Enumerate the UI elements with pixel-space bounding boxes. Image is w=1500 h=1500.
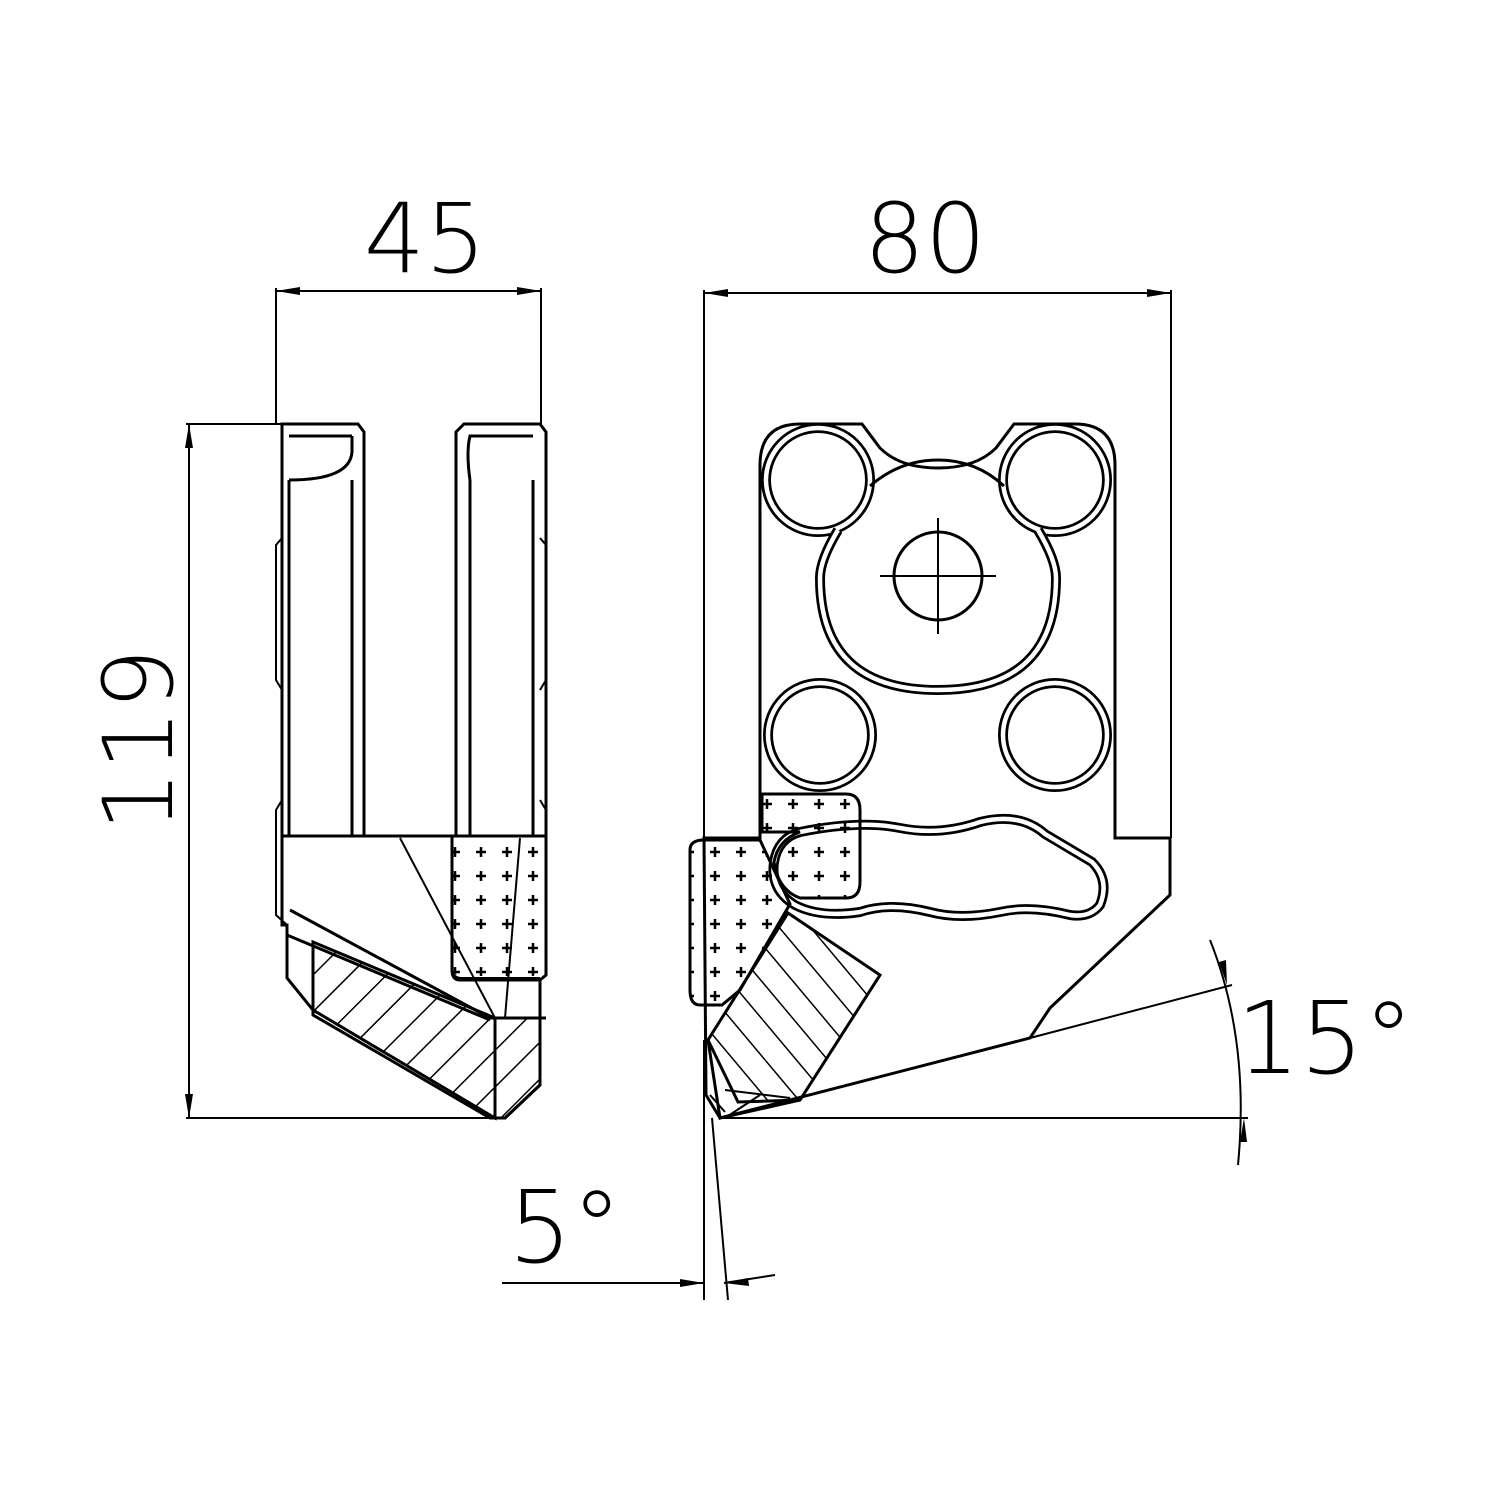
angle-15-label: 15° — [1236, 980, 1413, 1097]
angle-15: 15° — [720, 939, 1414, 1166]
side-base-block — [280, 834, 546, 1121]
front-view — [688, 422, 1172, 1120]
top-lobes — [761, 423, 1112, 537]
front-cutting-tip — [706, 910, 883, 1120]
dimension-80: 80 — [703, 183, 1172, 838]
center-pocket — [814, 518, 1062, 696]
dimension-45: 45 — [275, 183, 542, 424]
angle-5: 5° — [502, 1040, 776, 1301]
front-plus-inserts — [688, 792, 862, 1007]
dimension-80-label: 80 — [864, 183, 986, 295]
dimension-45-label: 45 — [364, 183, 486, 295]
side-view — [275, 422, 548, 1121]
dimension-119-label: 119 — [83, 648, 195, 831]
angle-5-label: 5° — [508, 1169, 622, 1286]
front-body-outline — [702, 422, 1172, 1120]
dimension-119: 119 — [83, 423, 505, 1119]
lower-holes — [763, 678, 1112, 792]
left-prong — [275, 422, 366, 926]
